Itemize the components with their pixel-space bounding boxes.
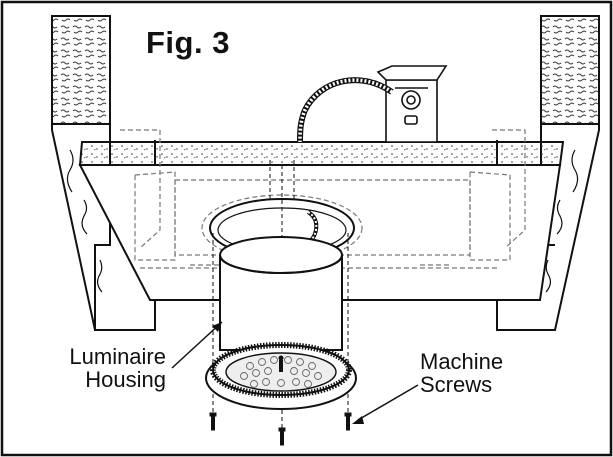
callout-screws-line-2: Screws xyxy=(420,372,493,398)
luminaire-trim xyxy=(205,342,357,410)
screws-leader xyxy=(357,384,419,421)
figure-title: Fig. 3 xyxy=(146,25,230,60)
callout-housing-line-1: Luminaire xyxy=(69,344,166,369)
junction-box xyxy=(376,65,448,143)
led-lens xyxy=(240,356,322,388)
callout-housing-line-2: Housing xyxy=(85,367,166,393)
ceiling-board xyxy=(78,141,565,166)
callout-machine-screws: Machine Screws xyxy=(420,350,560,396)
right-joist xyxy=(496,15,600,331)
flex-conduit xyxy=(297,77,394,143)
callout-screws-line-1: Machine xyxy=(420,349,504,374)
center-screw xyxy=(278,355,284,372)
luminaire-housing-body xyxy=(219,236,343,351)
leader-lines xyxy=(171,321,419,424)
machine-screws xyxy=(209,412,352,446)
housing-leader xyxy=(171,321,223,369)
left-joist xyxy=(51,15,156,331)
callout-luminaire-housing: Luminaire Housing xyxy=(26,345,166,391)
